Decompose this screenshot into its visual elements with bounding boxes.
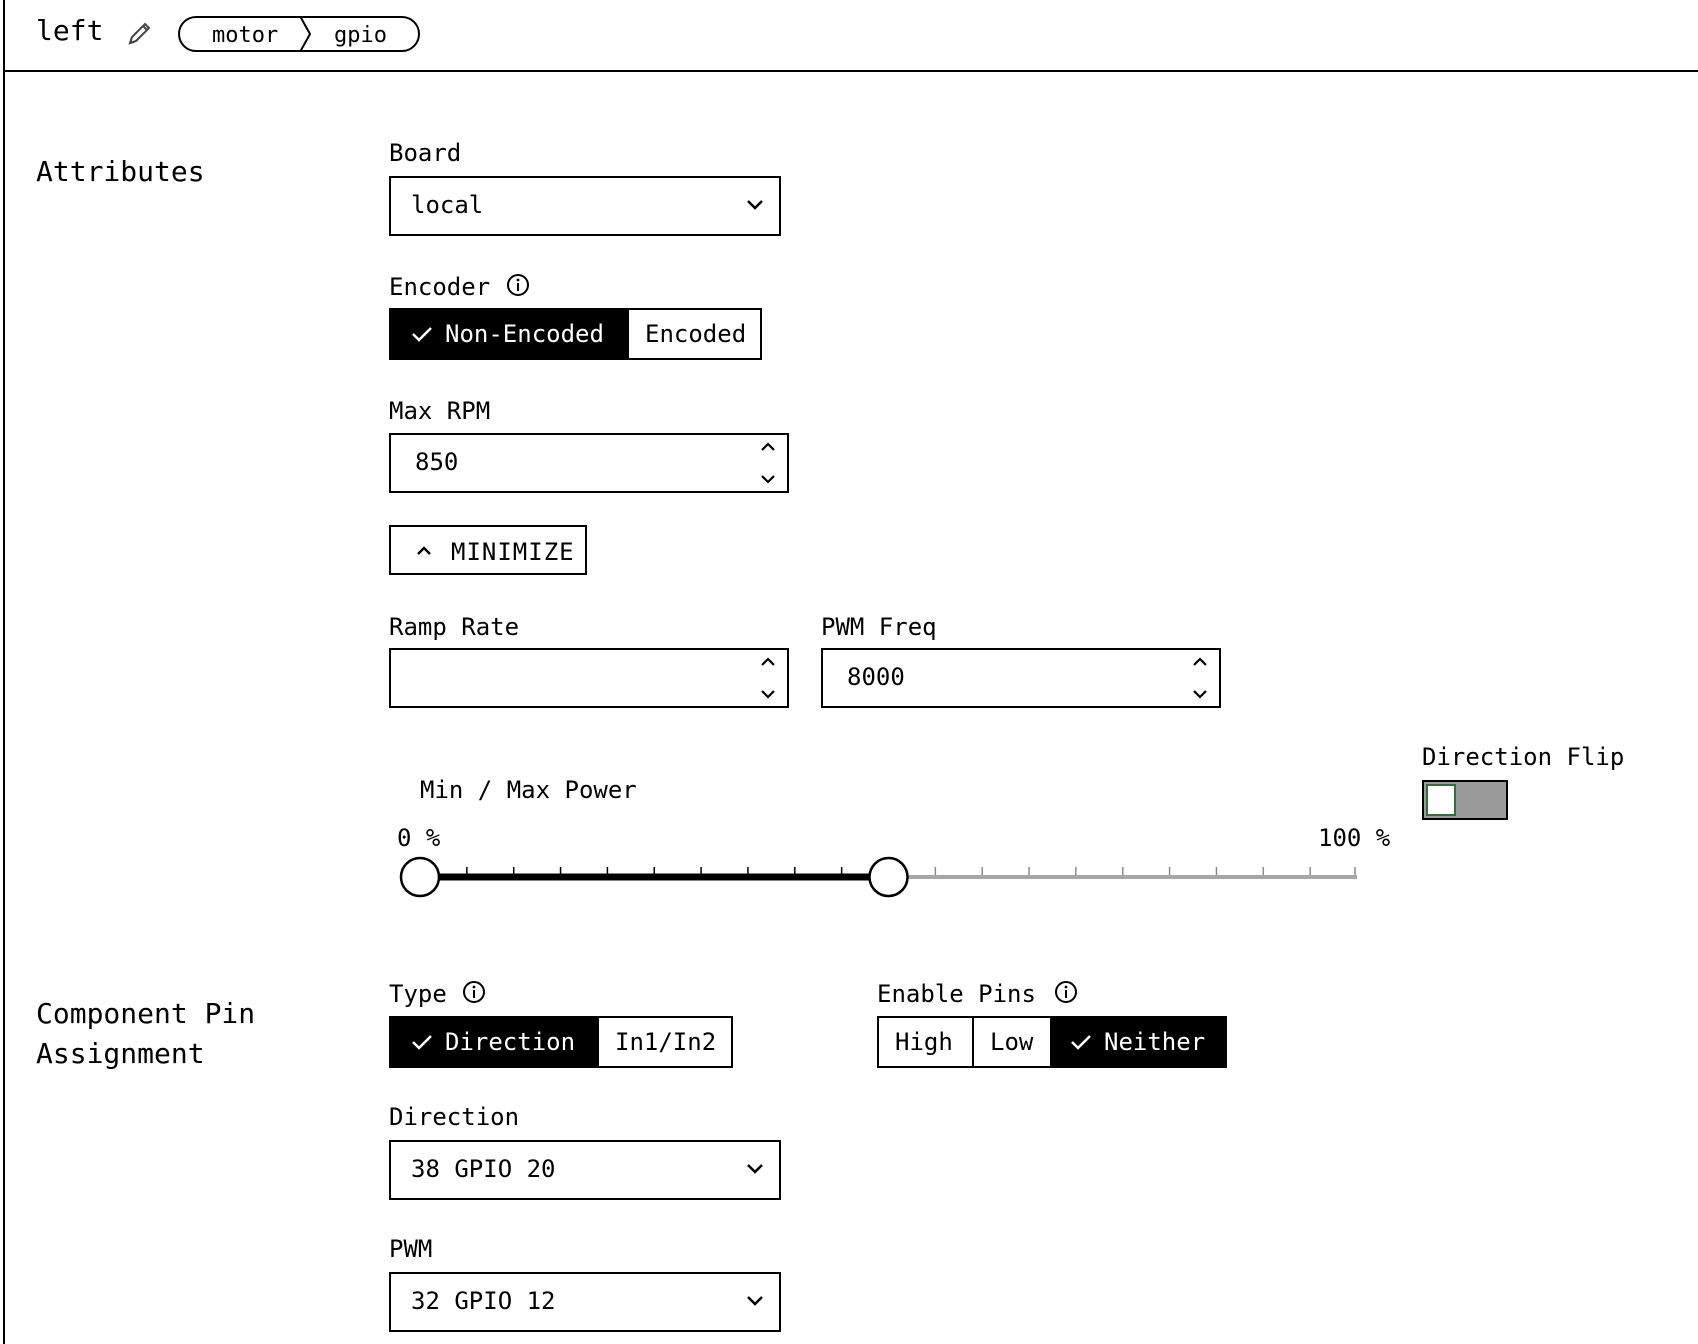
max-rpm-label: Max RPM	[389, 397, 491, 425]
chevron-up-icon[interactable]	[1191, 656, 1209, 668]
board-label: Board	[389, 139, 462, 167]
chevron-down-icon	[747, 1296, 763, 1306]
direction-label: Direction	[389, 1103, 520, 1131]
info-icon[interactable]	[1054, 980, 1078, 1004]
enable-pins-option-low[interactable]: Low	[972, 1018, 1050, 1066]
slider-thumb-max[interactable]	[868, 856, 909, 898]
type-label: Type	[389, 980, 447, 1008]
component-name: left	[36, 14, 104, 47]
max-rpm-value: 850	[415, 448, 459, 476]
encoder-option-label: Encoded	[645, 320, 747, 348]
chevron-down-icon[interactable]	[759, 688, 777, 700]
enable-pins-option-neither[interactable]: Neither	[1050, 1018, 1225, 1066]
chevron-up-icon[interactable]	[759, 441, 777, 453]
enable-pins-option-high[interactable]: High	[879, 1018, 972, 1066]
enable-pins-toggle-group: High Low Neither	[877, 1016, 1227, 1068]
slider-thumb-min[interactable]	[399, 856, 441, 898]
chevron-down-icon	[747, 1164, 763, 1174]
pencil-icon[interactable]	[125, 18, 155, 48]
max-rpm-input[interactable]: 850	[389, 433, 789, 493]
breadcrumb-item-model: motor	[212, 23, 279, 48]
type-option-label: Direction	[445, 1028, 576, 1056]
power-range-slider	[399, 856, 1357, 898]
board-select[interactable]: local	[389, 176, 781, 236]
check-icon	[412, 1035, 432, 1050]
info-icon[interactable]	[462, 980, 486, 1004]
pwm-freq-label: PWM Freq	[821, 613, 937, 641]
pwm-freq-input[interactable]: 8000	[821, 648, 1221, 708]
pwm-freq-value: 8000	[847, 663, 905, 691]
breadcrumb-item-type: gpio	[334, 23, 387, 48]
minimize-button[interactable]: MINIMIZE	[389, 525, 587, 575]
chevron-up-icon	[417, 546, 431, 555]
pwm-pin-value: 32 GPIO 12	[411, 1287, 556, 1315]
ramp-rate-input[interactable]	[389, 648, 789, 708]
section-title-pins: Component Pin Assignment	[36, 994, 255, 1074]
type-option-direction[interactable]: Direction	[391, 1018, 597, 1066]
chevron-up-icon[interactable]	[759, 656, 777, 668]
enable-pins-option-label: Low	[990, 1028, 1034, 1056]
power-label: Min / Max Power	[420, 776, 637, 804]
check-icon	[1071, 1035, 1091, 1050]
check-icon	[412, 327, 432, 342]
breadcrumb: motor gpio	[178, 16, 420, 52]
type-option-in1-in2[interactable]: In1/In2	[597, 1018, 731, 1066]
frame-border	[3, 0, 5, 1344]
switch-knob	[1426, 784, 1456, 816]
ramp-rate-label: Ramp Rate	[389, 613, 520, 641]
section-title-line: Component Pin	[36, 997, 256, 1030]
direction-flip-label: Direction Flip	[1422, 743, 1625, 771]
type-toggle-group: Direction In1/In2	[389, 1016, 733, 1068]
power-min-label: 0 %	[397, 824, 441, 852]
direction-pin-value: 38 GPIO 20	[411, 1155, 556, 1183]
info-icon[interactable]	[506, 273, 530, 297]
encoder-option-encoded[interactable]: Encoded	[627, 310, 760, 358]
chevron-down-icon[interactable]	[1191, 688, 1209, 700]
enable-pins-option-label: Neither	[1104, 1028, 1206, 1056]
chevron-down-icon	[747, 200, 763, 210]
direction-flip-switch[interactable]	[1422, 780, 1508, 820]
pwm-label: PWM	[389, 1235, 433, 1263]
direction-pin-select[interactable]: 38 GPIO 20	[389, 1140, 781, 1200]
section-title-line: Assignment	[36, 1037, 205, 1070]
section-title-attributes: Attributes	[36, 155, 205, 188]
encoder-option-non-encoded[interactable]: Non-Encoded	[391, 310, 627, 358]
enable-pins-option-label: High	[895, 1028, 953, 1056]
chevron-down-icon[interactable]	[759, 473, 777, 485]
type-option-label: In1/In2	[615, 1028, 717, 1056]
minimize-button-label: MINIMIZE	[451, 538, 575, 566]
encoder-label: Encoder	[389, 273, 491, 301]
enable-pins-label: Enable Pins	[877, 980, 1036, 1008]
encoder-option-label: Non-Encoded	[445, 320, 604, 348]
encoder-toggle-group: Non-Encoded Encoded	[389, 308, 762, 360]
header-divider	[3, 70, 1698, 72]
board-select-value: local	[411, 191, 484, 219]
pwm-pin-select[interactable]: 32 GPIO 12	[389, 1272, 781, 1332]
breadcrumb-separator-icon	[299, 16, 312, 52]
power-max-label: 100 %	[1318, 824, 1391, 852]
